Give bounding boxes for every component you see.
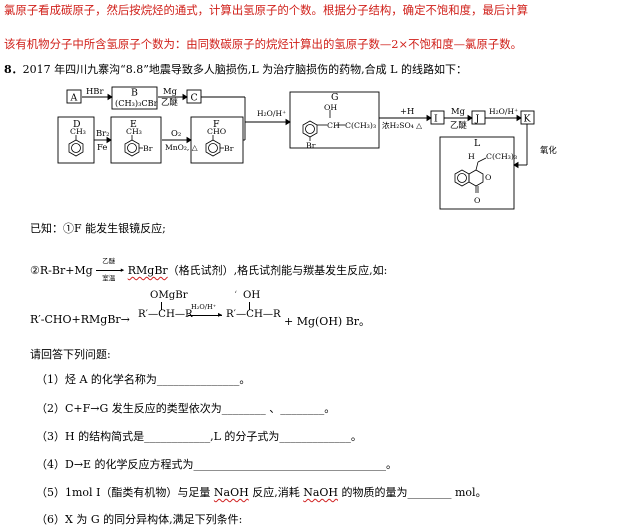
frame-L [439, 136, 515, 210]
equation-omgbr: OMgBr [150, 290, 188, 301]
reagent-MnO2: MnO₂, △ [165, 143, 198, 152]
benzene-F [205, 139, 221, 157]
reagent-H2SO4: 浓H₂SO₄ △ [382, 121, 422, 130]
frame-G [289, 91, 380, 149]
L-carbonyl-oxygen: O [474, 196, 480, 205]
reagent-Mg-1: Mg [163, 86, 178, 96]
label-F: F [213, 119, 220, 130]
reagent-plusH: +H [400, 106, 414, 116]
benzene-E [124, 139, 140, 157]
box-A [66, 89, 82, 104]
equation-reactant: R′-CHO+RMgBr→ [30, 313, 130, 326]
sub-question-5: （5）1mol I（酯类有机物）与足量 NaOH 反应,消耗 NaOH 的物质的… [36, 486, 487, 499]
note-line-1: 氯原子看成碳原子，然后按烷烃的通式，计算出氢原子的个数。根据分子结构，确定不饱和… [4, 3, 528, 17]
box-B [111, 86, 158, 110]
label-G: G [331, 92, 339, 103]
label-K: K [524, 114, 532, 125]
arrows [82, 93, 528, 169]
known-arrow-bottom: 室温 [102, 274, 116, 282]
known-arrow-top: 乙醚 [102, 257, 116, 265]
equation-arrow [188, 315, 222, 316]
E-bromo: Br [143, 144, 153, 153]
label-L: L [474, 138, 480, 149]
equation-bond-1 [161, 302, 162, 310]
answer-prompt: 请回答下列问题: [30, 348, 111, 361]
reagent-ether-2: 乙醚 [450, 120, 467, 130]
G-bromo: Br [306, 141, 316, 150]
equation-tail: + Mg(OH) Br。 [284, 315, 371, 328]
F-bromo: Br [224, 144, 234, 153]
grignard-reagent: RMgBr [127, 264, 168, 277]
label-I: I [434, 114, 438, 125]
E-substituent: CH₃ [126, 127, 142, 136]
reagent-H2O-H-2: H₂O/H⁺ [489, 107, 518, 116]
reagent-oxidation: 氧化 [540, 145, 557, 155]
label-E: E [130, 119, 137, 130]
equation-product: R′—CH—R [226, 309, 281, 320]
label-C: C [191, 93, 198, 104]
F-substituent: CHO [207, 127, 226, 136]
label-J: J [475, 114, 480, 125]
note-line-2: 该有机物分子中所含氢原子个数为：由同数碳原子的烷烃计算出的氢原子数—2×不饱和度… [4, 37, 522, 51]
L-tBu: C(CH₃)₃ [486, 152, 517, 161]
D-substituent: CH₃ [70, 127, 86, 136]
equation-oh: OH [243, 290, 261, 301]
question-header: 8．2017 年四川九寨沟“8.8”地震导致多人脑损伤,L 为治疗脑损伤的药物,… [4, 61, 467, 77]
reagent-O2: O₂ [171, 128, 181, 138]
equation-bond-2 [249, 302, 250, 310]
equation-arrow-head: ▸ [218, 310, 223, 319]
known-item-2-text: （格氏试剂）,格氏试剂能与羰基发生反应,如: [167, 264, 388, 277]
known-arrow: 乙醚 ▸ 室温 [96, 257, 124, 282]
label-A: A [70, 93, 78, 104]
G-tBu: C(CH₃)₃ [345, 121, 376, 130]
reagent-Mg-2: Mg [451, 106, 466, 116]
benzene-D [68, 139, 84, 157]
G-CH: CH [327, 121, 340, 130]
sub-question-3: （3）H 的结构简式是____________,L 的分子式为_________… [36, 430, 362, 443]
sub-question-1: （1）烃 A 的化学名称为_______________。 [36, 373, 251, 386]
question-text: 2017 年四川九寨沟“8.8”地震导致多人脑损伤,L 为治疗脑损伤的药物,合成… [22, 63, 467, 76]
equation-arrow-label: H₂O/H⁺ [191, 303, 217, 311]
naoh-1: NaOH [213, 486, 249, 499]
G-hydroxyl: OH [324, 103, 337, 112]
sub-question-4: （4）D→E 的化学反应方程式为________________________… [36, 458, 398, 471]
sub-question-2: （2）C+F→G 发生反应的类型依次为________ 、________。 [36, 402, 336, 415]
question-number: 8． [4, 63, 23, 76]
reagent-Br2: Br₂ [96, 128, 110, 138]
lactone-ring-L [468, 169, 484, 187]
reagent-ether-1: 乙醚 [161, 97, 178, 107]
formula-B: (CH₃)₃CBr [115, 98, 158, 108]
sub-question-6: （6）X 为 G 的同分异构体,满足下列条件: [36, 513, 243, 526]
known-reactants: ②R-Br+Mg [30, 264, 93, 277]
known-item-2: ②R-Br+Mg 乙醚 ▸ 室温 RMgBr（格氏试剂）,格氏试剂能与羰基发生反… [30, 257, 388, 282]
known-item-1: 已知：①F 能发生银镜反应; [30, 222, 166, 235]
L-ring-oxygen: O [485, 173, 491, 182]
reagent-H2O-H-1: H₂O/H⁺ [257, 109, 286, 118]
label-D: D [73, 119, 81, 130]
synthesis-scheme: HBr Mg 乙醚 H₂O/H⁺ Br₂ Fe O₂ MnO₂, △ +H 浓H… [57, 86, 557, 210]
label-B: B [131, 88, 138, 99]
L-H: H [468, 152, 475, 161]
equation-intermediate: R′—CH—R [138, 309, 193, 320]
reagent-Fe: Fe [97, 142, 107, 152]
naoh-2: NaOH [303, 486, 338, 499]
equation-small-mark: ‘ [234, 290, 238, 301]
reagent-HBr: HBr [86, 86, 103, 96]
